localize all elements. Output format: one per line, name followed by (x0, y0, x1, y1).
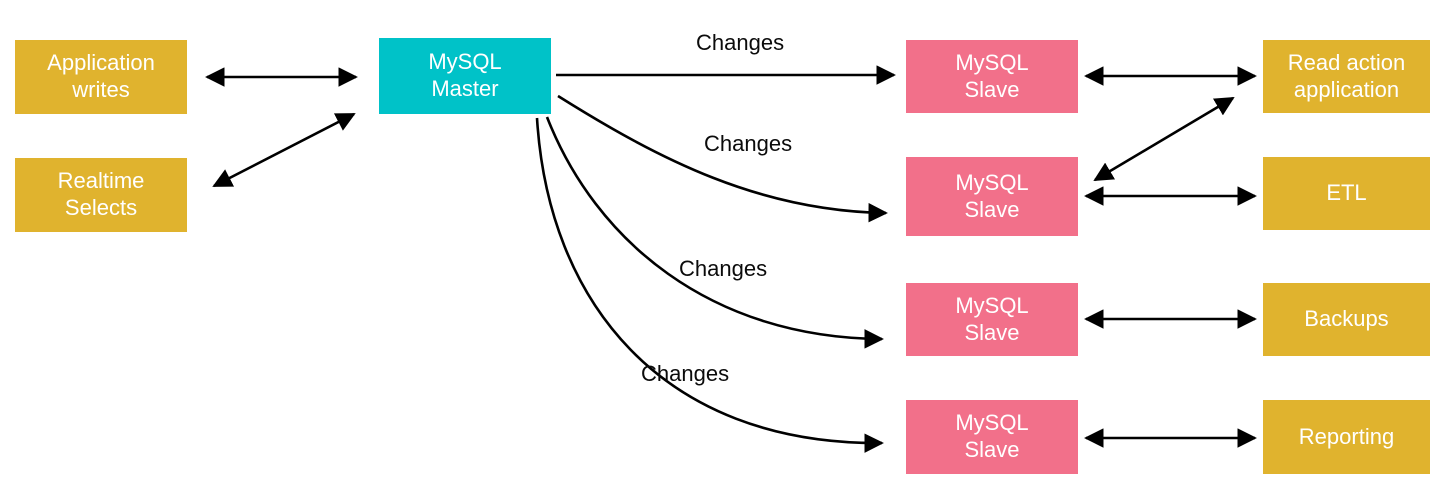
node-mysql-slave-4: MySQL Slave (906, 400, 1078, 474)
node-mysql-master: MySQL Master (379, 38, 551, 114)
node-realtime-selects-label: Realtime Selects (57, 168, 145, 220)
arrow-realtime-master (212, 112, 356, 188)
edge-label-changes-3: Changes (679, 256, 768, 281)
node-mysql-slave-4-label: MySQL Slave (955, 410, 1029, 462)
node-application-writes: Application writes (15, 40, 187, 114)
node-mysql-slave-2-label: MySQL Slave (955, 169, 1029, 222)
node-mysql-slave-1: MySQL Slave (906, 40, 1078, 113)
edge-label-changes-1: Changes (696, 30, 785, 55)
node-etl-label: ETL (1326, 180, 1367, 206)
edge-label-changes-2: Changes (704, 131, 793, 156)
node-mysql-slave-3: MySQL Slave (906, 283, 1078, 356)
node-backups-label: Backups (1304, 306, 1389, 332)
node-mysql-slave-2: MySQL Slave (906, 157, 1078, 236)
node-backups: Backups (1263, 283, 1430, 356)
arrow-slave2-readaction (1093, 96, 1235, 182)
node-application-writes-label: Application writes (47, 50, 155, 102)
node-realtime-selects: Realtime Selects (15, 158, 187, 232)
node-read-action-application: Read action application (1263, 40, 1430, 113)
node-mysql-slave-3-label: MySQL Slave (955, 292, 1029, 345)
node-etl: ETL (1263, 157, 1430, 230)
node-mysql-slave-1-label: MySQL Slave (955, 49, 1029, 102)
edge-label-changes-4: Changes (641, 361, 730, 386)
node-mysql-master-label: MySQL Master (428, 49, 502, 101)
node-reporting: Reporting (1263, 400, 1430, 474)
node-reporting-label: Reporting (1298, 423, 1395, 449)
node-read-action-application-label: Read action application (1287, 49, 1406, 102)
